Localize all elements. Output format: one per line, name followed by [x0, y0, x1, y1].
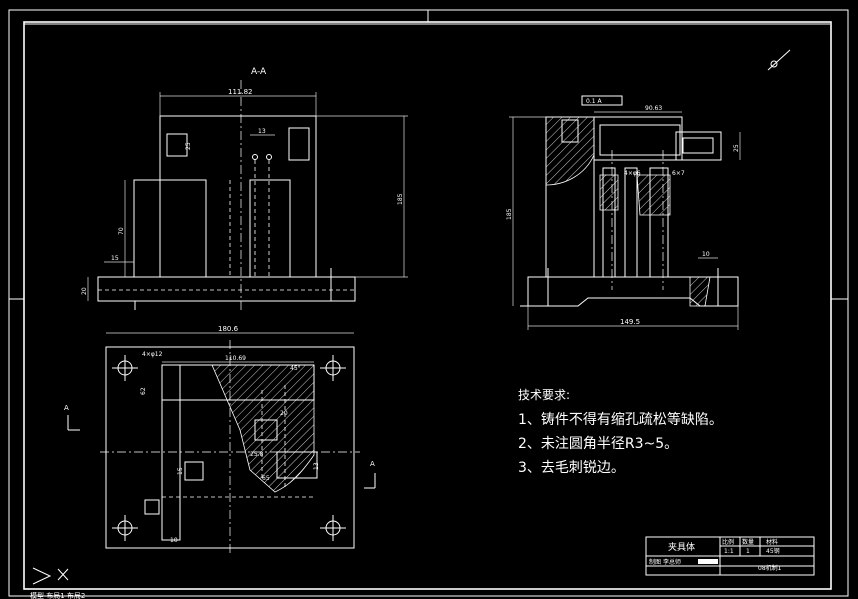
- dim-front-height-total: 185: [397, 193, 404, 205]
- section-label: A-A: [251, 67, 267, 77]
- dim-front-small-h: 25: [185, 142, 192, 150]
- front-view: [97, 115, 356, 310]
- svg-text:08机制1: 08机制1: [758, 564, 782, 572]
- title-block: 夹具体 比例 数量 材料 1:1 1 45钢 制图 李总师 08机制1: [645, 536, 815, 576]
- section-marker-left: A: [64, 404, 80, 431]
- side-view-dimensions: 0.1 A 90.63 25 4×φ6 6×7 185 149.5 10: [506, 95, 741, 330]
- dim-side-hole: 4×φ6: [624, 170, 641, 177]
- section-marker-right: A: [364, 460, 376, 489]
- dim-front-top-width: 111.82: [228, 88, 253, 96]
- tolerance-frame: [581, 95, 623, 106]
- dim-plan-v2: 65: [262, 475, 270, 482]
- note-item-2: 2、未注圆角半径R3~5。: [518, 436, 679, 452]
- dim-side-tolerance: 0.1 A: [586, 98, 602, 105]
- plan-view-dimensions: 180.6 110.69 4×φ12 45° 62 25.8 65 13 20 …: [106, 325, 354, 544]
- dim-front-small-w: 13: [258, 128, 266, 135]
- dim-plan-hole-dia: 4×φ12: [142, 351, 163, 358]
- dim-plan-bottom: 10: [170, 537, 178, 544]
- dim-front-step: 15: [111, 255, 119, 262]
- svg-text:材料: 材料: [766, 538, 778, 546]
- orientation-symbol: [767, 49, 791, 71]
- notes-title: 技术要求:: [518, 388, 571, 402]
- dim-side-hole2: 6×7: [672, 170, 685, 177]
- svg-text:A: A: [370, 460, 375, 468]
- dim-side-top-width: 90.63: [645, 105, 662, 112]
- dim-plan-v5: 15: [177, 467, 184, 475]
- svg-text:数量: 数量: [742, 538, 754, 546]
- svg-text:李总师: 李总师: [663, 558, 681, 566]
- svg-text:制图: 制图: [649, 558, 661, 566]
- dim-plan-angle: 45°: [290, 365, 301, 372]
- dim-plan-v4: 20: [280, 410, 288, 417]
- svg-text:1:1: 1:1: [724, 548, 734, 555]
- dim-plan-left-h: 62: [140, 387, 147, 395]
- dim-side-width: 149.5: [620, 318, 640, 326]
- technical-notes: 技术要求: 1、铸件不得有缩孔疏松等缺陷。 2、未注圆角半径R3~5。 3、去毛…: [518, 386, 723, 477]
- svg-text:A: A: [64, 404, 69, 412]
- note-item-1: 1、铸件不得有缩孔疏松等缺陷。: [518, 412, 723, 428]
- dim-front-base-h: 20: [81, 287, 88, 295]
- plan-view: [100, 340, 360, 555]
- dim-side-height: 185: [506, 208, 513, 220]
- svg-text:比例: 比例: [722, 538, 734, 546]
- dim-side-right-small: 10: [702, 251, 710, 258]
- dim-plan-overall-width: 180.6: [218, 325, 239, 333]
- part-name: 夹具体: [668, 541, 695, 553]
- svg-text:1: 1: [746, 548, 750, 555]
- dim-side-small-h: 25: [733, 144, 740, 152]
- dim-plan-inner-width: 110.69: [225, 355, 246, 362]
- side-view: [520, 116, 739, 307]
- dim-plan-v1: 25.8: [250, 451, 264, 458]
- dim-plan-v3: 13: [313, 462, 320, 470]
- bottom-cut-text: 模型 布局1 布局2: [30, 591, 85, 599]
- dim-front-height-left: 70: [118, 227, 125, 235]
- front-view-dimensions: 111.82 13 25 70 185 15 20: [81, 88, 408, 301]
- ucs-icon: [32, 567, 69, 585]
- note-item-3: 3、去毛刺锐边。: [518, 460, 625, 476]
- svg-text:45钢: 45钢: [766, 547, 780, 555]
